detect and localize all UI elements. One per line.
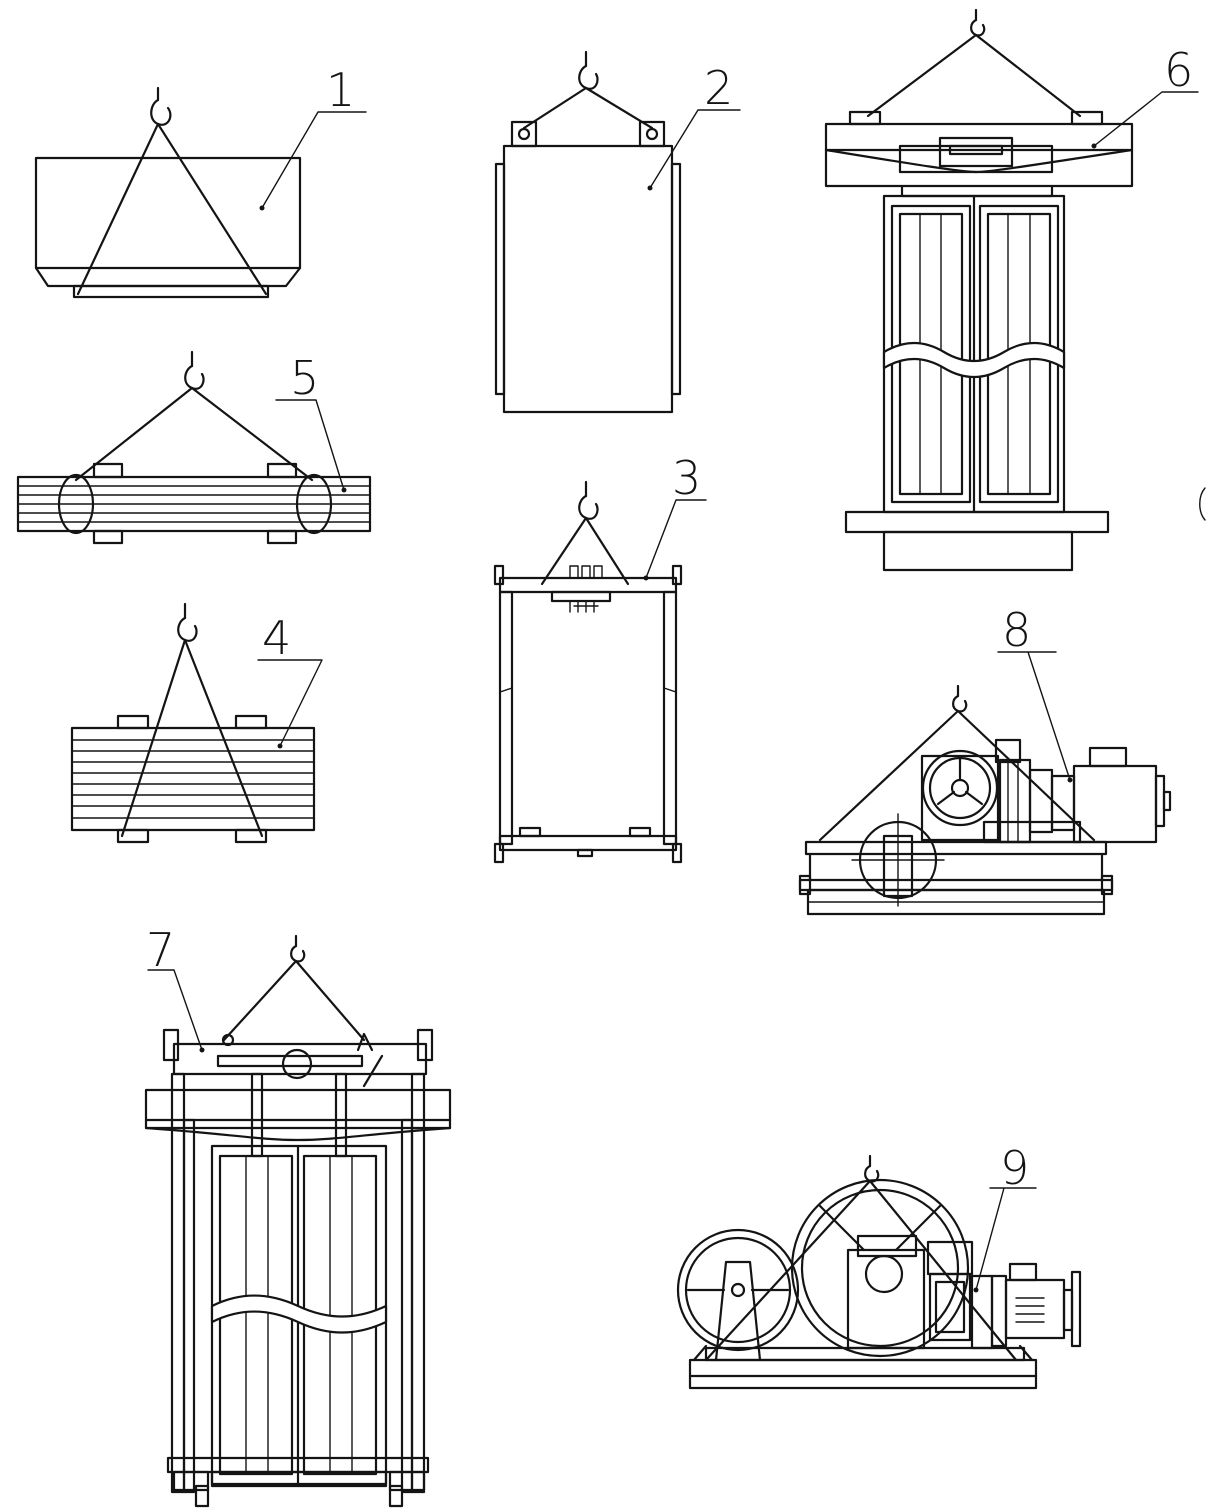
item-4-block: 4 [70,602,323,844]
callout-4: 4 [262,611,291,665]
crane-hook-icon [578,480,599,520]
crane-hook-icon [970,8,986,37]
item-7-column-frame: 7 [144,923,452,1508]
item-9-drum-winch: 9 [676,1141,1082,1390]
callout-3: 3 [672,451,701,505]
crane-hook-icon [177,602,198,642]
item-1-box: 1 [34,63,367,299]
item-5-stack: 5 [16,350,372,545]
crane-hook-icon [952,684,968,713]
callout-1: 1 [326,63,355,117]
callout-7: 7 [146,923,175,977]
item-8-winch: 8 [798,603,1172,916]
crane-hook-icon [184,350,205,390]
item-6-column: 6 [824,8,1206,572]
crane-hook-icon [578,50,599,90]
callout-6: 6 [1164,43,1193,97]
callout-5: 5 [290,351,319,405]
callout-8: 8 [1002,603,1031,657]
item-2-panel: 2 [494,50,741,414]
item-3-frame: 3 [493,451,707,864]
crane-hook-icon [290,934,306,963]
crane-hook-icon [864,1154,880,1183]
crane-hook-icon [150,86,172,126]
callout-9: 9 [1000,1141,1029,1195]
callout-2: 2 [704,61,733,115]
